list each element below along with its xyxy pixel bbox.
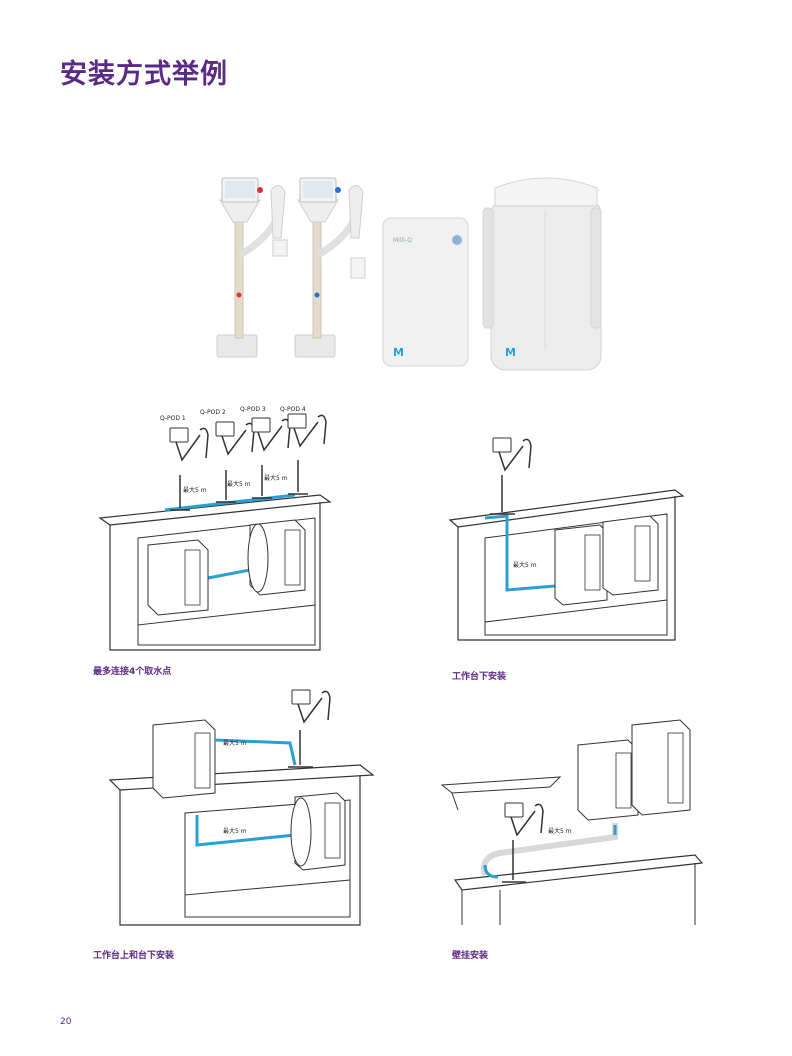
distance-label: 最大5 m: [183, 486, 207, 494]
caption-multiple-pods: 最多连接4个取水点: [93, 667, 172, 677]
product-photo: Milli-Q M M: [205, 160, 615, 375]
pod-label-3: Q-POD 3: [240, 406, 266, 413]
pod-label-2: Q-POD 2: [200, 409, 226, 416]
page-title: 安装方式举例: [60, 59, 228, 90]
page-number: 20: [60, 1017, 72, 1027]
caption-on-and-under-bench: 工作台上和台下安装: [93, 951, 175, 961]
dispenser-2-illustration: [294, 177, 366, 358]
svg-text:M: M: [393, 346, 404, 359]
diagram-on-and-under-bench: 最大5 m 最大5 m: [108, 689, 375, 926]
distance-label: 最大5 m: [227, 480, 251, 488]
distance-label: 最大5 m: [513, 561, 537, 569]
distance-label: 最大5 m: [223, 827, 247, 835]
large-purification-unit: M: [482, 177, 602, 371]
svg-text:Milli-Q: Milli-Q: [393, 237, 412, 244]
distance-label: 最大5 m: [264, 474, 288, 482]
caption-wall-mounted: 壁挂安装: [452, 951, 489, 961]
diagram-multiple-pods: Q-POD 1 Q-POD 2 Q-POD 3 Q-POD 4 最大5 m 最大…: [98, 406, 332, 651]
caption-under-bench: 工作台下安装: [452, 672, 507, 682]
distance-label: 最大5 m: [223, 739, 247, 747]
diagram-wall-mounted: 最大5 m: [440, 719, 704, 925]
svg-text:M: M: [505, 346, 516, 359]
small-purification-unit: Milli-Q M: [382, 217, 469, 367]
dispenser-1-illustration: [216, 177, 288, 358]
diagram-under-bench: 最大5 m: [448, 437, 685, 641]
pod-label-1: Q-POD 1: [160, 415, 186, 422]
distance-label: 最大5 m: [548, 827, 572, 835]
pod-label-4: Q-POD 4: [280, 406, 306, 413]
